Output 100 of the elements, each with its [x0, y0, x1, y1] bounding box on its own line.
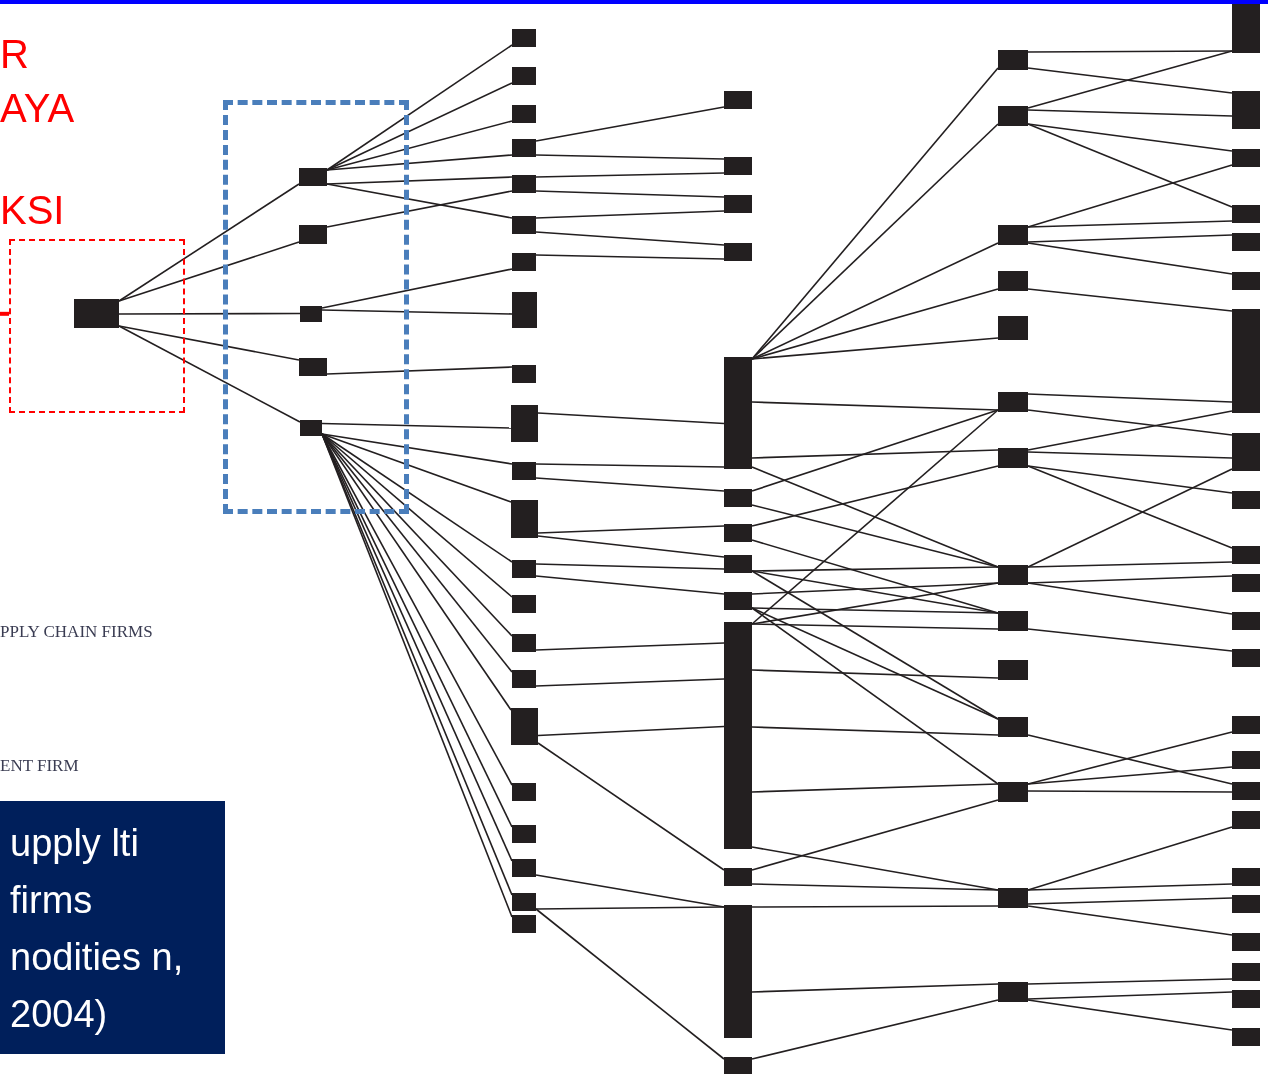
node-square — [512, 29, 536, 47]
node-square — [1232, 751, 1260, 769]
connector-line — [1027, 561, 1233, 568]
connector-line — [537, 742, 725, 871]
node-square — [998, 565, 1028, 585]
connector-line — [751, 726, 999, 736]
slide-text: R — [0, 34, 29, 74]
connector-line — [535, 575, 725, 595]
node-square — [1232, 149, 1260, 167]
connector-line — [537, 725, 725, 737]
connector-line — [751, 337, 999, 360]
node-square — [1232, 990, 1260, 1008]
node-square — [1232, 612, 1260, 630]
connector-line — [118, 183, 300, 302]
connector-line — [535, 210, 725, 219]
node-square — [1232, 895, 1260, 913]
node-square — [511, 708, 538, 745]
node-square — [512, 175, 536, 193]
connector-line — [535, 563, 725, 570]
node-square — [724, 157, 752, 175]
node-bar — [724, 622, 752, 849]
node-square — [1232, 574, 1260, 592]
connector-line — [321, 309, 513, 315]
connector-line — [537, 535, 725, 558]
connector-line — [751, 401, 999, 411]
connector-line — [1027, 288, 1233, 312]
connector-line — [751, 465, 999, 527]
connector-line — [326, 366, 513, 375]
connector-line — [535, 154, 725, 160]
connector-line — [535, 906, 725, 910]
node-square — [1232, 811, 1260, 829]
connector-line — [751, 607, 999, 614]
connector-line — [321, 268, 513, 309]
node-square — [724, 524, 752, 542]
connector-line — [1027, 220, 1233, 228]
node-square — [512, 670, 536, 688]
connector-line — [118, 325, 301, 423]
connector-line — [118, 241, 300, 302]
node-square — [1232, 782, 1260, 800]
connector-line — [751, 783, 999, 793]
connector-line — [751, 999, 999, 1060]
connector-line — [535, 254, 725, 260]
connector-line — [535, 172, 725, 178]
node-square — [724, 195, 752, 213]
node-square — [998, 225, 1028, 245]
connector-line — [751, 123, 999, 360]
connector-line — [321, 422, 512, 429]
connector-line — [1027, 109, 1233, 117]
connector-line — [751, 288, 999, 360]
node-square — [1232, 649, 1260, 667]
connector-line — [535, 678, 725, 687]
node-bar — [1232, 4, 1260, 53]
node-square — [1232, 963, 1260, 981]
dashed-outline-box — [9, 239, 185, 413]
node-square — [74, 299, 119, 328]
connector-line — [1027, 451, 1233, 459]
node-square — [300, 306, 322, 322]
node-square — [998, 316, 1028, 340]
connector-line — [0, 311, 9, 316]
connector-line — [535, 908, 725, 1060]
node-square — [1232, 205, 1260, 223]
connector-line — [751, 582, 999, 595]
node-square — [512, 634, 536, 652]
node-square — [1232, 1028, 1260, 1046]
connector-line — [1027, 575, 1233, 584]
connector-line — [1027, 883, 1233, 891]
connector-line — [535, 231, 725, 246]
node-square — [1232, 933, 1260, 951]
node-square — [998, 448, 1028, 468]
node-square — [1232, 91, 1260, 129]
node-square — [1232, 491, 1260, 509]
connector-line — [535, 190, 725, 198]
node-square — [998, 782, 1028, 802]
connector-line — [1027, 826, 1233, 891]
connector-line — [326, 176, 513, 185]
caption-text: ENT FIRM — [0, 757, 79, 774]
node-square — [1232, 716, 1260, 734]
node-square — [998, 50, 1028, 70]
connector-line — [1027, 991, 1233, 1000]
node-square — [512, 783, 536, 801]
connector-line — [751, 466, 999, 568]
node-square — [512, 595, 536, 613]
node-square — [512, 67, 536, 85]
connector-line — [1027, 393, 1233, 403]
node-square — [512, 825, 536, 843]
slide-text: KSI — [0, 190, 65, 230]
node-square — [724, 555, 752, 573]
node-square — [998, 717, 1028, 737]
node-square — [998, 660, 1028, 680]
connector-line — [751, 799, 999, 871]
node-square — [512, 292, 537, 328]
connector-line — [535, 642, 725, 651]
connector-line — [751, 905, 999, 908]
node-square — [998, 982, 1028, 1002]
node-square — [998, 106, 1028, 126]
connector-line — [1027, 234, 1233, 243]
node-square — [512, 560, 536, 578]
connector-line — [1027, 164, 1233, 228]
connector-line — [751, 669, 999, 679]
connector-line — [1027, 582, 1233, 615]
